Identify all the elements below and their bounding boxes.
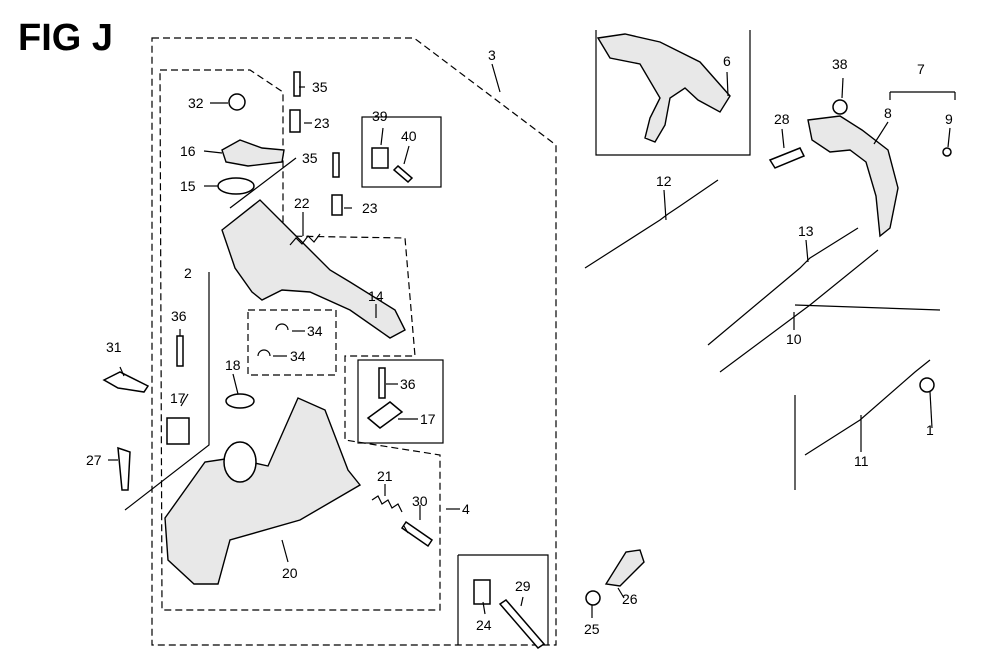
callout-10: 10 [786,331,802,347]
part-27-bolt [117,446,131,491]
callout-14: 14 [368,288,384,304]
callout-13: 13 [798,223,814,239]
callout-21: 21 [377,468,393,484]
part-16-bracket [221,139,285,167]
callout-1: 1 [926,422,934,438]
part-1-clip [919,377,935,393]
part-17-clamp-left [166,417,190,445]
callout-24: 24 [476,617,492,633]
part-25-cap [585,590,601,606]
part-35-bolt-lower [332,152,340,178]
callout-3: 3 [488,47,496,63]
part-34-clip-upper [275,323,289,331]
box-29 [458,554,549,645]
assembly-outline-3 [151,37,557,646]
part-11-rod [804,359,931,456]
part-6-arm [596,33,731,143]
callout-23-lower: 23 [362,200,378,216]
part-15-washer [217,177,255,195]
part-39-cap [371,147,389,169]
callout-8: 8 [884,105,892,121]
callout-35-upper: 35 [312,79,328,95]
subassembly-outline-14 [247,309,337,376]
callout-23-upper: 23 [314,115,330,131]
callout-17-right: 17 [420,411,436,427]
part-38-nut [832,99,848,115]
part-8-arm [807,115,899,238]
part-24-bushing [473,579,491,605]
part-23-screw-lower [331,194,343,216]
part-40-screw [392,164,414,184]
callout-2: 2 [184,265,192,281]
part-35-bolt-upper [293,71,301,97]
box-11 [794,304,941,490]
callout-26: 26 [622,591,638,607]
part-18-washer [225,393,255,409]
callout-12: 12 [656,173,672,189]
part-26-knob [604,549,645,587]
callout-38: 38 [832,56,848,72]
assembly-outline-2 [159,69,441,611]
part-36-bolt-left [176,335,184,367]
part-17-clamp-right [366,401,404,429]
part-30-screw [400,520,434,548]
part-14-lever [221,199,406,339]
part-20-base-plate [164,397,362,585]
part-21-spring [371,495,403,513]
callout-29: 29 [515,578,531,594]
callout-4: 4 [462,501,470,517]
part-36-bolt-right [378,367,386,399]
part-10-rod [719,249,879,373]
part-34-clip-lower [257,349,271,357]
figure-title: FIG J [18,17,113,59]
callout-40: 40 [401,128,417,144]
part-9-washer [942,147,952,157]
callout-7: 7 [917,61,925,77]
callout-34-lower: 34 [290,348,306,364]
box-6 [595,30,751,156]
callout-11: 11 [854,453,869,469]
bracket-7 [889,91,956,100]
callout-20: 20 [282,565,298,581]
callout-18: 18 [225,357,241,373]
callout-22: 22 [294,195,310,211]
callout-9: 9 [945,111,953,127]
part-32-nut [228,93,246,111]
part-12-spring [584,179,719,269]
part-mount-post [223,441,257,483]
callout-28: 28 [774,111,790,127]
callout-39: 39 [372,108,388,124]
leader-lines [108,63,951,618]
callout-25: 25 [584,621,600,637]
callout-27: 27 [86,452,102,468]
box-39-40 [361,116,442,188]
callout-16: 16 [180,143,196,159]
callout-36-left: 36 [171,308,187,324]
part-23-screw-upper [289,109,301,133]
part-13-spring [707,227,859,346]
callout-15: 15 [180,178,196,194]
callout-30: 30 [412,493,428,509]
callout-31: 31 [106,339,122,355]
part-22-spring [289,233,321,246]
callout-35-lower: 35 [302,150,318,166]
callout-34-upper: 34 [307,323,323,339]
part-31-bolt [102,371,150,393]
callout-36-right: 36 [400,376,416,392]
box-36-17 [357,359,444,444]
callout-17-left: 17 [170,390,186,406]
part-29-bolt [498,599,546,649]
callout-32: 32 [188,95,204,111]
callout-6: 6 [723,53,731,69]
part-28-bolt [768,147,806,169]
